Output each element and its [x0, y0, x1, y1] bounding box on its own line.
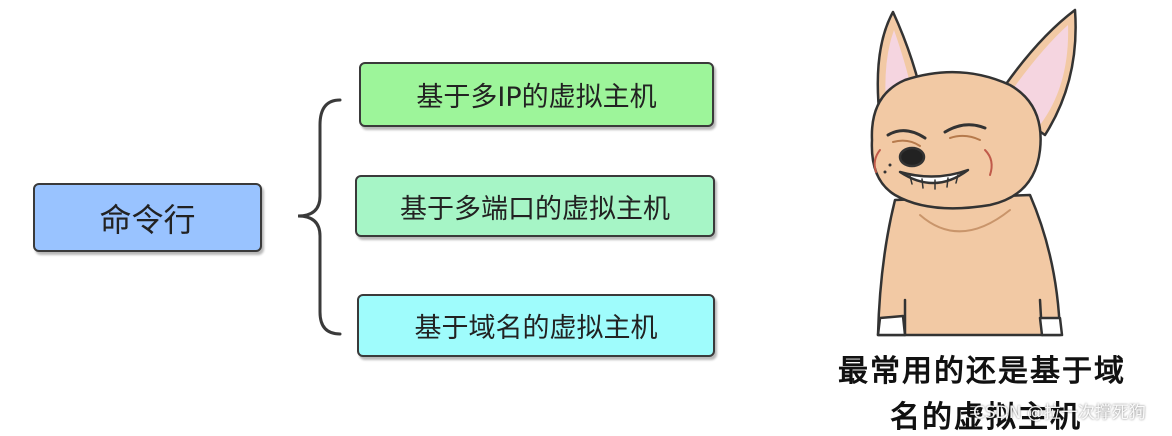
meme-caption-line-1: 最常用的还是基于域: [838, 346, 1126, 390]
watermark-text: CSDN @拉一次撑死狗: [973, 398, 1146, 423]
